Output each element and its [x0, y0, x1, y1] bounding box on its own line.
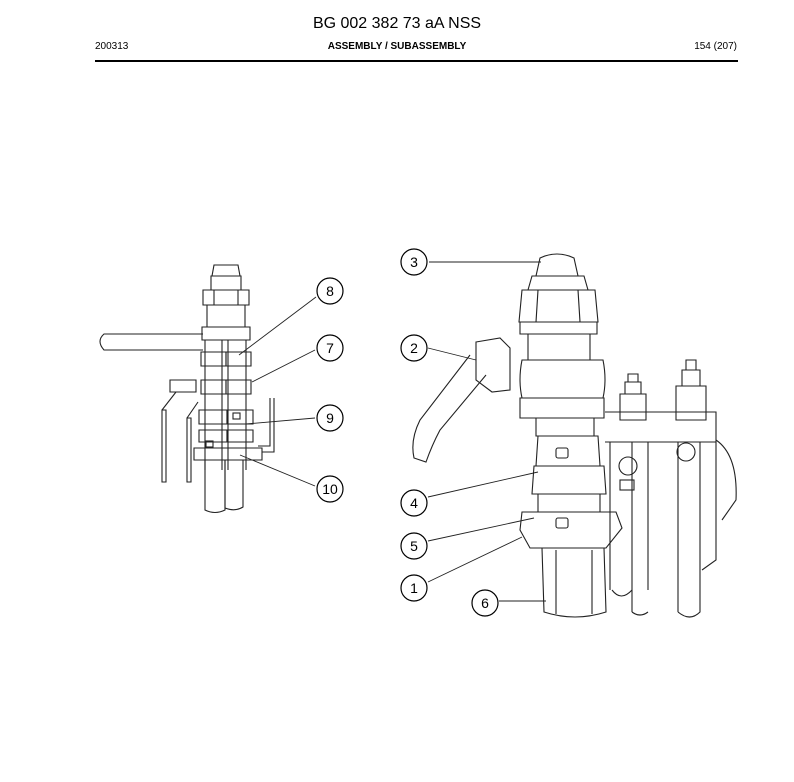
callout-9: 9: [326, 410, 334, 426]
callouts: [316, 248, 499, 617]
callout-8: 8: [326, 283, 334, 299]
leader-lines: [238, 261, 546, 602]
callout-7: 7: [326, 340, 334, 356]
document-date: 200313: [95, 41, 129, 52]
small-valve-assembly: [99, 264, 275, 514]
page-number: 154 (207): [694, 41, 737, 52]
callout-5: 5: [410, 538, 418, 554]
callout-10: 10: [322, 481, 338, 497]
callout-6: 6: [481, 595, 489, 611]
header-rule: [95, 60, 738, 62]
document-title: BG 002 382 73 aA NSS: [312, 15, 482, 32]
callout-2: 2: [410, 340, 418, 356]
main-valve-assembly: [412, 253, 737, 618]
callout-4: 4: [410, 495, 418, 511]
callout-3: 3: [410, 254, 418, 270]
section-heading: ASSEMBLY / SUBASSEMBLY: [327, 41, 467, 52]
callout-1: 1: [410, 580, 418, 596]
